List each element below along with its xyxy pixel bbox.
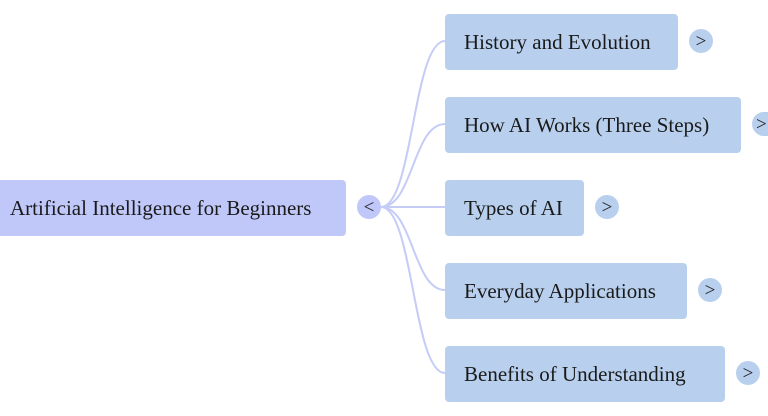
branch-node-history[interactable]: History and Evolution (445, 14, 678, 70)
branch-node-label: Benefits of Understanding (464, 361, 686, 386)
root-node[interactable]: Artificial Intelligence for Beginners (0, 180, 346, 236)
connector-benefits (380, 206, 446, 374)
branch-node-everyday[interactable]: Everyday Applications (445, 263, 687, 319)
branch-expand-toggle-types[interactable]: > (595, 195, 619, 219)
branch-expand-toggle-history[interactable]: > (689, 29, 713, 53)
root-node-label: Artificial Intelligence for Beginners (10, 195, 312, 220)
root-collapse-toggle[interactable]: < (357, 195, 381, 219)
branch-node-how-ai-works[interactable]: How AI Works (Three Steps) (445, 97, 741, 153)
branch-node-types[interactable]: Types of AI (445, 180, 584, 236)
branch-expand-toggle-everyday[interactable]: > (698, 278, 722, 302)
connector-how-ai-works (380, 123, 446, 208)
branch-node-label: History and Evolution (464, 29, 651, 54)
connector-everyday (380, 206, 446, 291)
branch-node-label: Everyday Applications (464, 278, 656, 303)
branch-expand-toggle-how-ai-works[interactable]: > (752, 112, 768, 136)
connector-history (380, 40, 446, 208)
branch-node-benefits[interactable]: Benefits of Understanding (445, 346, 725, 402)
branch-expand-toggle-benefits[interactable]: > (736, 361, 760, 385)
branch-node-label: Types of AI (464, 195, 563, 220)
branch-node-label: How AI Works (Three Steps) (464, 112, 710, 137)
